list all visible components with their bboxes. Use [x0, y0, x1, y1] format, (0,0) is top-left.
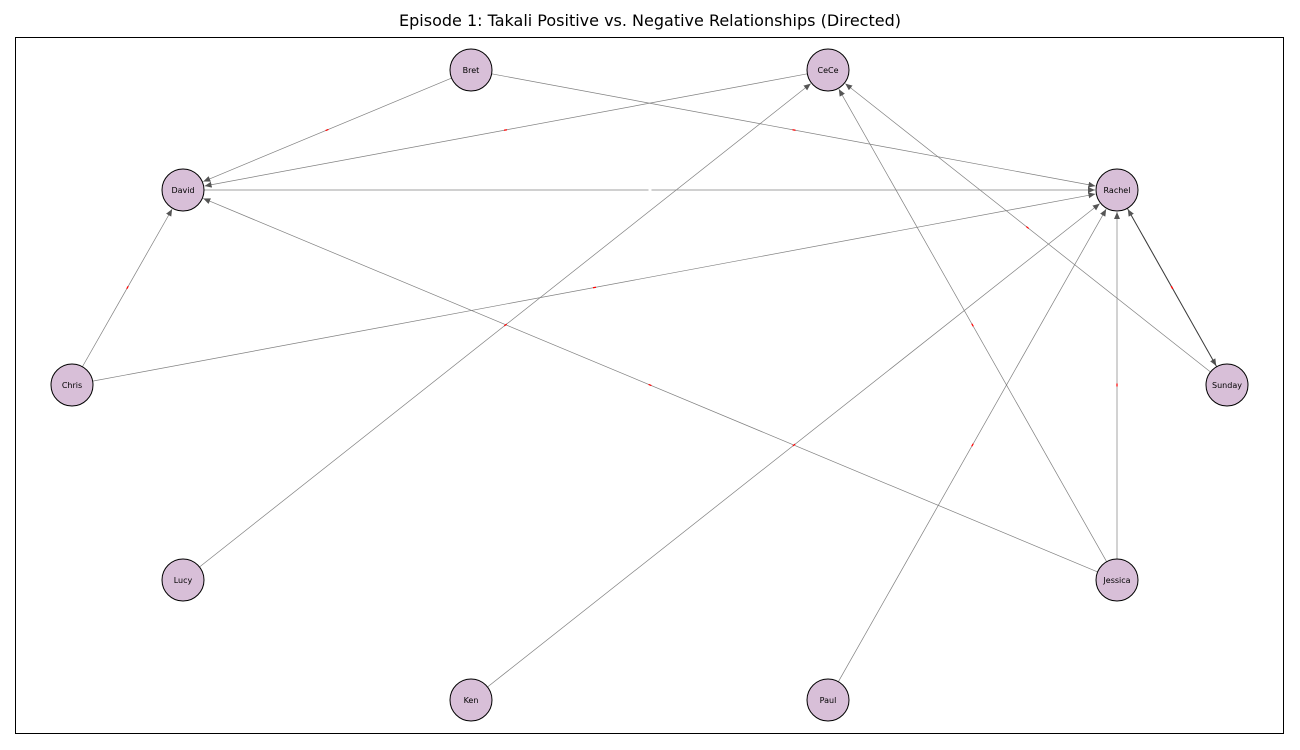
node-label-sunday: Sunday	[1212, 381, 1242, 390]
node-circle-cece	[806, 48, 850, 92]
node-jessica: Jessica	[1095, 558, 1139, 602]
node-circle-paul	[806, 678, 850, 722]
node-label-cece: CeCe	[817, 66, 838, 75]
edge-sign-marker-ken-to-rachel	[792, 443, 796, 447]
node-circle-rachel	[1095, 168, 1139, 212]
edge-sign-marker-jessica-to-david	[648, 383, 652, 387]
node-label-bret: Bret	[463, 66, 480, 75]
edge-sign-marker-sunday-to-rachel	[1170, 285, 1174, 290]
node-circle-chris	[50, 363, 94, 407]
node-label-jessica: Jessica	[1102, 576, 1130, 585]
edge-sign-marker-chris-to-rachel	[592, 286, 597, 289]
node-label-paul: Paul	[820, 696, 837, 705]
node-circle-david	[161, 168, 205, 212]
node-label-david: David	[171, 186, 194, 195]
edge-sign-marker-paul-to-rachel	[971, 443, 974, 447]
edge-sign-marker-sunday-to-cece	[1025, 226, 1030, 229]
edge-labels-layer	[126, 128, 1174, 447]
node-circle-ken	[449, 678, 493, 722]
edge-sign-marker-chris-to-david	[126, 285, 129, 290]
node-circle-jessica	[1095, 558, 1139, 602]
node-sunday: Sunday	[1205, 363, 1249, 407]
edge-sign-marker-cece-to-david	[503, 129, 508, 131]
edge-sign-marker-jessica-to-cece	[971, 323, 974, 327]
node-rachel: Rachel	[1095, 168, 1139, 212]
node-bret: Bret	[449, 48, 493, 92]
node-label-rachel: Rachel	[1104, 186, 1131, 195]
node-david: David	[161, 168, 205, 212]
edge-sign-marker-bret-to-david	[325, 128, 329, 132]
node-lucy: Lucy	[161, 558, 205, 602]
edges-layer	[82, 73, 1218, 688]
edge-sign-marker-bret-to-rachel	[792, 129, 796, 131]
plot-frame	[15, 37, 1284, 734]
node-circle-lucy	[161, 558, 205, 602]
node-label-ken: Ken	[464, 696, 479, 705]
node-paul: Paul	[806, 678, 850, 722]
edge-sign-marker-lucy-to-cece	[503, 323, 508, 327]
node-circle-sunday	[1205, 363, 1249, 407]
node-label-lucy: Lucy	[174, 576, 193, 585]
chart-title: Episode 1: Takali Positive vs. Negative …	[399, 11, 901, 30]
node-circle-bret	[449, 48, 493, 92]
node-chris: Chris	[50, 363, 94, 407]
node-label-chris: Chris	[62, 381, 82, 390]
node-cece: CeCe	[806, 48, 850, 92]
node-ken: Ken	[449, 678, 493, 722]
